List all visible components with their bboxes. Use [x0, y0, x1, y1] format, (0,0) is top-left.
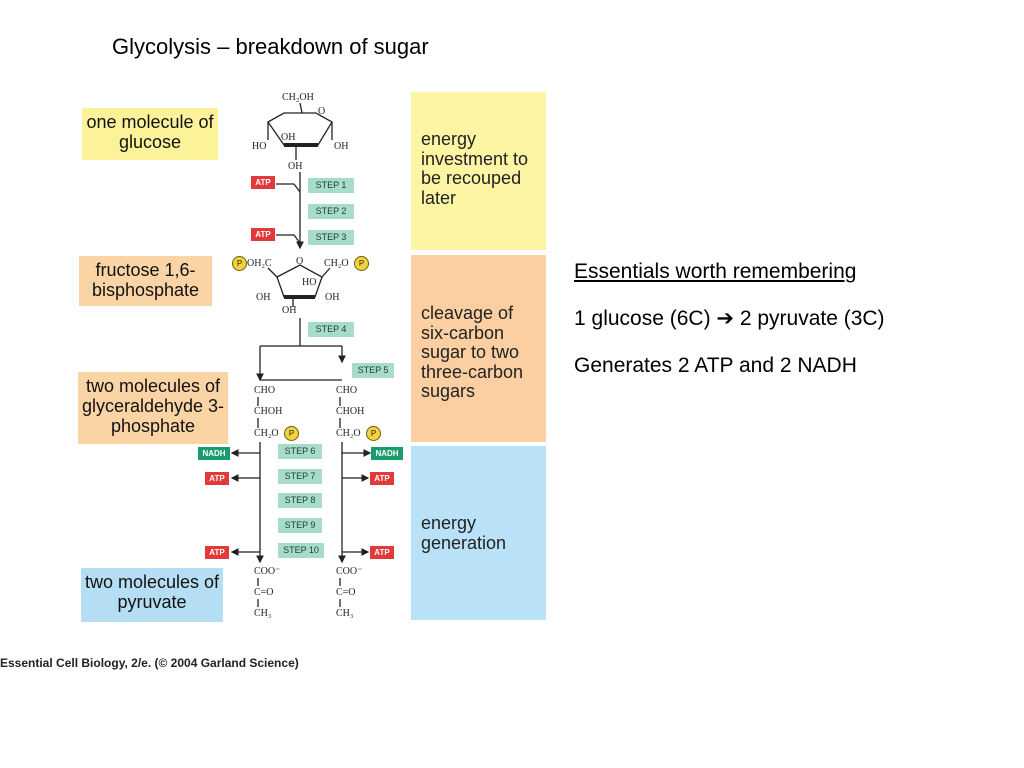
phase-generation: energy generation	[411, 446, 546, 620]
step-8: STEP 8	[278, 493, 322, 508]
glucose-ring-o: O	[318, 106, 326, 117]
g3p-left-ch2o: CH₂O	[254, 428, 279, 439]
nadh-tag: NADH	[371, 447, 403, 460]
g3p-left-choh: CHOH	[254, 406, 283, 417]
notes-panel: Essentials worth remembering 1 glucose (…	[574, 248, 885, 389]
fructose-oh-right: OH	[325, 292, 340, 303]
fructose-ring	[267, 264, 331, 307]
glucose-ch2oh: CH₂OH	[282, 92, 314, 103]
glucose-ring	[267, 102, 333, 160]
label-pyruvate: two molecules of pyruvate	[81, 568, 223, 622]
fructose-ho: HO	[302, 277, 317, 288]
phase-investment: energy investment to be recouped later	[411, 92, 546, 250]
pyruvate-right-coo: COO⁻	[336, 566, 363, 577]
g3p-right-choh: CHOH	[336, 406, 365, 417]
step-9: STEP 9	[278, 518, 322, 533]
label-glucose: one molecule of glucose	[82, 108, 218, 160]
g3p-left-cho: CHO	[254, 385, 276, 396]
step-1: STEP 1	[308, 178, 354, 193]
fructose-oh2c: OH₂C	[247, 258, 272, 269]
phosphate-circle: P	[232, 256, 247, 271]
g3p-right-cho: CHO	[336, 385, 358, 396]
phase-cleavage: cleavage of six-carbon sugar to two thre…	[411, 255, 546, 442]
phosphate-circle: P	[366, 426, 381, 441]
nadh-tag: NADH	[198, 447, 230, 460]
pyruvate-left-ch3: CH₃	[254, 608, 272, 619]
atp-tag: ATP	[251, 228, 275, 241]
phosphate-circle: P	[354, 256, 369, 271]
lower-pathways	[230, 397, 372, 607]
pyruvate-left-co: C=O	[254, 587, 274, 598]
pyruvate-right-co: C=O	[336, 587, 356, 598]
label-g3p: two molecules of glyceraldehyde 3-phosph…	[78, 372, 228, 444]
pyruvate-left-coo: COO⁻	[254, 566, 281, 577]
fructose-ch2o: CH₂O	[324, 258, 349, 269]
step-5: STEP 5	[352, 363, 394, 378]
upper-pathway	[276, 172, 304, 250]
notes-line-glucose: 1 glucose (6C) ➔ 2 pyruvate (3C)	[574, 307, 885, 330]
atp-tag: ATP	[205, 546, 229, 559]
fructose-oh-left: OH	[256, 292, 271, 303]
glucose-oh-bottom: OH	[288, 161, 303, 172]
fructose-ring-o: O	[296, 256, 304, 267]
step-3: STEP 3	[308, 230, 354, 245]
step-10: STEP 10	[278, 543, 324, 558]
split-pathway	[256, 318, 346, 382]
step-2: STEP 2	[308, 204, 354, 219]
label-fructose: fructose 1,6-bisphosphate	[79, 256, 212, 306]
phosphate-circle: P	[284, 426, 299, 441]
notes-line-atp: Generates 2 ATP and 2 NADH	[574, 354, 857, 377]
notes-heading: Essentials worth remembering	[574, 260, 857, 283]
step-6: STEP 6	[278, 444, 322, 459]
glucose-oh-right: OH	[334, 141, 349, 152]
figure-caption: Essential Cell Biology, 2/e. (© 2004 Gar…	[0, 656, 299, 670]
glucose-oh-inner: OH	[281, 132, 296, 143]
slide-title: Glycolysis – breakdown of sugar	[112, 34, 429, 59]
atp-tag: ATP	[251, 176, 275, 189]
g3p-right-ch2o: CH₂O	[336, 428, 361, 439]
step-4: STEP 4	[308, 322, 354, 337]
glucose-ho: HO	[252, 141, 267, 152]
pyruvate-right-ch3: CH₃	[336, 608, 354, 619]
atp-tag: ATP	[370, 472, 394, 485]
atp-tag: ATP	[370, 546, 394, 559]
fructose-oh-bottom: OH	[282, 305, 297, 316]
atp-tag: ATP	[205, 472, 229, 485]
step-7: STEP 7	[278, 469, 322, 484]
